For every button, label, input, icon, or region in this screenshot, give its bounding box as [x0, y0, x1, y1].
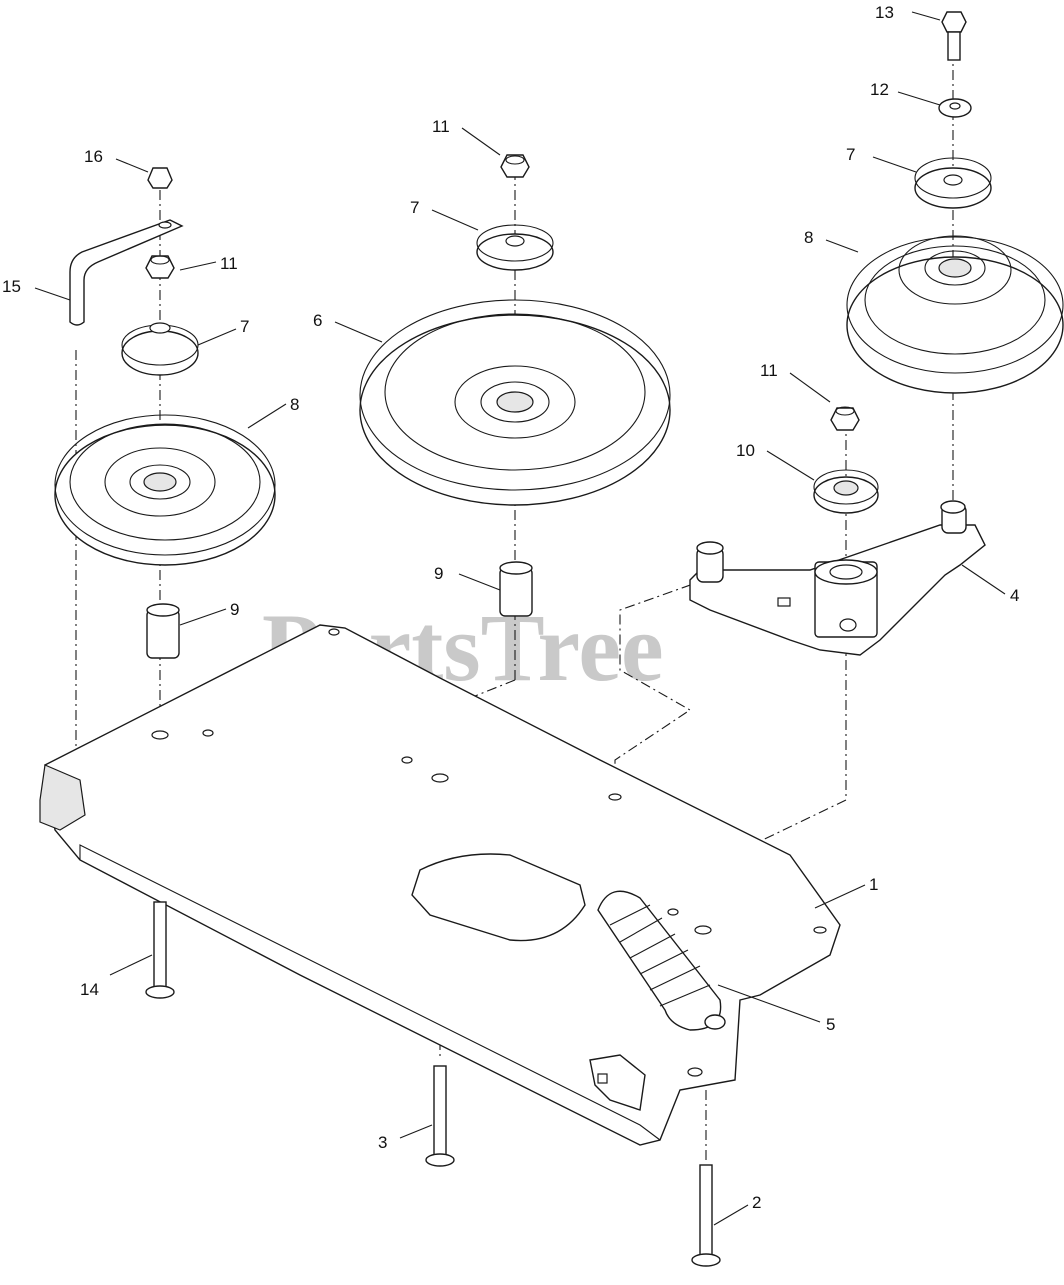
idler-pulley-right [846, 235, 1064, 394]
nut-right [830, 406, 860, 431]
nut-16 [147, 167, 173, 189]
callout-7-center: 7 [410, 198, 419, 217]
idler-pulley-left [54, 414, 276, 566]
bolt-2 [691, 1164, 721, 1267]
callout-11-right: 11 [760, 361, 778, 380]
callout-6: 6 [313, 311, 322, 330]
washer-12 [938, 98, 972, 118]
callout-13: 13 [875, 3, 894, 22]
callout-11-center: 11 [432, 117, 450, 136]
deck-plate [39, 624, 841, 1146]
bearing-10 [813, 469, 879, 514]
callout-14: 14 [80, 980, 99, 999]
pulley-cover-right [914, 157, 992, 209]
callout-4: 4 [1010, 586, 1019, 605]
leader-lines [34, 11, 1006, 1226]
callout-1: 1 [869, 875, 878, 894]
callout-11-left: 11 [220, 254, 238, 273]
rod-15 [69, 219, 184, 326]
pulley-cover-left [121, 322, 199, 376]
drive-pulley-center [359, 299, 671, 506]
callout-7-left: 7 [240, 317, 249, 336]
spacer-center [499, 561, 533, 617]
bolt-14 [145, 901, 175, 999]
bolt-3 [425, 1065, 455, 1167]
callout-15: 15 [2, 277, 21, 296]
idler-arm [689, 500, 986, 656]
callout-9-center: 9 [434, 564, 443, 583]
callout-3: 3 [378, 1133, 387, 1152]
callout-8-left: 8 [290, 395, 299, 414]
callout-7-right: 7 [846, 145, 855, 164]
extension-spring [597, 890, 726, 1031]
spacer-left [146, 603, 180, 659]
nut-left [145, 255, 175, 279]
callout-12: 12 [870, 80, 889, 99]
callout-9-left: 9 [230, 600, 239, 619]
callout-2: 2 [752, 1193, 761, 1212]
callout-8-right: 8 [804, 228, 813, 247]
callout-16: 16 [84, 147, 103, 166]
pulley-cover-center [476, 224, 554, 271]
callout-5: 5 [826, 1015, 835, 1034]
callouts: 13 12 7 8 11 7 6 16 15 11 7 8 11 10 4 9 … [2, 3, 1019, 1212]
bolt-13 [941, 11, 967, 61]
nut-center [500, 154, 530, 178]
callout-10: 10 [736, 441, 755, 460]
